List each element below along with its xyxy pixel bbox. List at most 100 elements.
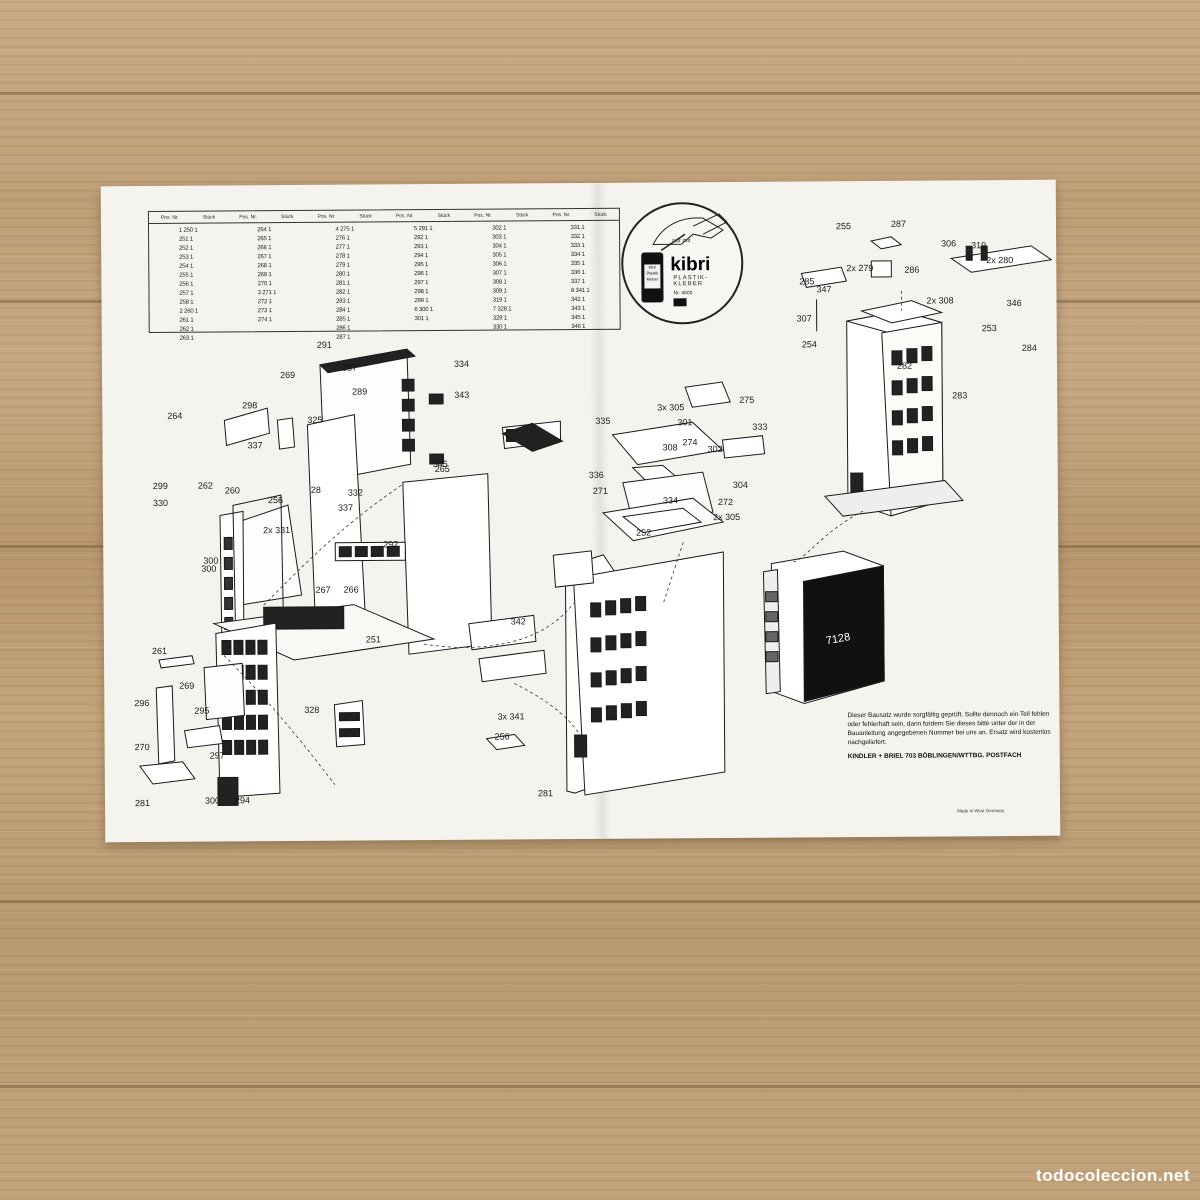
part-number-label: 292 bbox=[383, 539, 399, 550]
part-number-label: 328 bbox=[304, 704, 320, 715]
part-342 bbox=[468, 614, 537, 651]
part-number-label: 334 bbox=[662, 495, 678, 506]
floor-plank-seam bbox=[0, 1085, 1200, 1088]
part-number-label: 256 bbox=[494, 731, 510, 742]
watermark: todocoleccion.net bbox=[1036, 1166, 1190, 1185]
part-number-label: 300 bbox=[201, 563, 217, 574]
part-328 bbox=[333, 699, 366, 748]
part-333 bbox=[721, 435, 766, 459]
part-number-label: 265 bbox=[434, 463, 450, 475]
part-number-label: 274 bbox=[682, 437, 698, 448]
part-number-label: 3x 305 bbox=[657, 402, 685, 413]
part-number-label: 308 bbox=[662, 442, 678, 453]
part-number-label: 319 bbox=[971, 240, 987, 251]
part-number-label: 330 bbox=[152, 497, 168, 508]
part-296 bbox=[155, 685, 176, 765]
part-number-label: 347 bbox=[816, 284, 832, 295]
part-number-label: 287 bbox=[341, 362, 358, 373]
part-number-label: 325 bbox=[307, 414, 323, 425]
glue-advert: nur mit kibri Plastik Kleber kibri PLAST… bbox=[620, 201, 744, 325]
part-number-label: 282 bbox=[896, 360, 913, 371]
part-281 bbox=[138, 761, 196, 785]
exploded-assembly-drawing bbox=[138, 236, 1053, 807]
part-number-label: 28 bbox=[310, 484, 321, 495]
part-264 bbox=[223, 407, 270, 447]
part-number-label: 267 bbox=[315, 584, 331, 595]
part-number-label: 269 bbox=[280, 369, 296, 381]
part-number-label: 255 bbox=[835, 221, 852, 232]
part-number-label: 283 bbox=[952, 390, 968, 401]
note-company: KINDLER + BRIEL 703 BÖBLINGEN/WTTBG. POS… bbox=[847, 751, 1022, 761]
part-number-label: 287 bbox=[890, 218, 907, 229]
part-269 bbox=[158, 655, 195, 669]
part-number-label: 346 bbox=[1006, 297, 1022, 309]
part-number-label: 2x 279 bbox=[846, 262, 874, 274]
part-number-label: 281 bbox=[537, 788, 554, 799]
part-287 bbox=[869, 236, 903, 250]
part-number-label: 300 bbox=[204, 795, 221, 806]
part-number-label: 337 bbox=[247, 440, 263, 451]
part-number-label: 261 bbox=[151, 645, 168, 656]
part-number-label: 256 bbox=[267, 495, 283, 506]
instruction-sheet: Pos. Nr. Stück Pos. Nr. Stück Pos. Nr. S… bbox=[100, 179, 1061, 843]
part-341 bbox=[478, 649, 547, 683]
part-number-label: 3x 341 bbox=[497, 711, 525, 722]
part-number-label: 294 bbox=[234, 795, 251, 806]
part-number-label: 333 bbox=[752, 421, 768, 432]
made-in-text: Made in West Germany bbox=[957, 808, 1005, 814]
hand-illustration bbox=[652, 213, 728, 252]
part-number-label: 302 bbox=[707, 444, 723, 455]
part-297 bbox=[183, 724, 224, 749]
part-number-label: 269 bbox=[179, 680, 195, 691]
part-number-label: 275 bbox=[739, 394, 755, 405]
part-267 bbox=[263, 606, 345, 630]
part-number-label: 298 bbox=[242, 400, 258, 411]
part-269-top bbox=[276, 417, 296, 450]
part-256 bbox=[485, 733, 526, 751]
part-number-label: 2x 305 bbox=[713, 511, 741, 523]
part-number-label: 281 bbox=[134, 798, 151, 809]
part-number-label: 307 bbox=[796, 313, 812, 324]
part-number-label: 342 bbox=[510, 616, 526, 627]
part-number-label: 336 bbox=[588, 469, 604, 480]
part-number-label: 297 bbox=[209, 750, 225, 761]
part-number-label: 285 bbox=[799, 276, 815, 287]
floor-plank-seam bbox=[0, 92, 1200, 95]
part-number-label: 334 bbox=[453, 358, 470, 369]
part-number-label: 270 bbox=[134, 742, 150, 753]
part-back-wall-top bbox=[318, 348, 417, 374]
part-300-door bbox=[217, 776, 239, 807]
window-column bbox=[401, 378, 445, 465]
part-number-label: 301 bbox=[677, 417, 693, 428]
floor-plank-seam bbox=[0, 900, 1200, 903]
part-number-label: 306 bbox=[941, 238, 957, 249]
part-balcony bbox=[203, 662, 245, 721]
part-number-label: 289 bbox=[352, 386, 368, 397]
replacement-note: Dieser Bausatz wurde sorgfältig geprüft.… bbox=[847, 710, 1052, 761]
part-number-label: 2x 280 bbox=[986, 254, 1014, 266]
part-number-label: 251 bbox=[365, 634, 381, 645]
part-number-label: 252 bbox=[636, 527, 652, 538]
part-number-label: 262 bbox=[197, 480, 213, 491]
part-number-label: 260 bbox=[224, 485, 240, 496]
part-roof-frame bbox=[611, 421, 724, 466]
part-number-label: 295 bbox=[194, 705, 210, 716]
part-number-label: 272 bbox=[717, 496, 734, 508]
part-number-label: 296 bbox=[134, 698, 150, 709]
part-275 bbox=[684, 381, 731, 408]
part-number-label: 291 bbox=[316, 339, 332, 350]
part-number-label: 343 bbox=[454, 389, 470, 400]
part-number-label: 337 bbox=[337, 502, 354, 513]
part-number-label: 299 bbox=[152, 480, 168, 491]
part-number-label: 304 bbox=[732, 479, 748, 490]
part-346 bbox=[949, 245, 1053, 273]
part-number-label: 254 bbox=[801, 339, 817, 350]
part-number-label: 2x 331 bbox=[263, 525, 291, 536]
part-number-label: 2x 308 bbox=[926, 295, 954, 306]
part-number-label: 286 bbox=[904, 264, 920, 275]
part-number-label: 264 bbox=[167, 410, 183, 421]
note-text: Dieser Bausatz wurde sorgfältig geprüft.… bbox=[847, 710, 1051, 747]
part-number-label: 271 bbox=[592, 485, 608, 496]
part-number-label: 266 bbox=[343, 584, 359, 595]
part-number-label: 253 bbox=[981, 323, 997, 334]
